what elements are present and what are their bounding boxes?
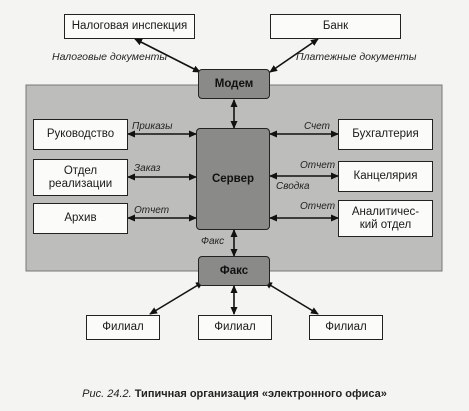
figure-title: Типичная организация «электронного офиса… — [134, 388, 387, 400]
figure-caption: Рис. 24.2. Типичная организация «электро… — [0, 388, 469, 400]
branch-box-2: Филиал — [198, 315, 272, 340]
tax-documents-label: Налоговые документы — [52, 51, 168, 63]
payment-documents-label: Платежные документы — [296, 51, 417, 63]
analytics-dept-box: Аналитичес- кий отдел — [338, 200, 433, 237]
server-label: Сервер — [211, 173, 255, 185]
server-hub: Сервер — [196, 128, 270, 230]
fax-hub: Факс — [198, 256, 270, 286]
branch-box-1: Филиал — [86, 315, 160, 340]
arrow-fax-branch-1 — [149, 281, 204, 315]
sales-dept-label-line1: Отдел — [63, 164, 98, 177]
report-right-2-label: Отчет — [300, 201, 336, 212]
branch-label-2: Филиал — [214, 321, 256, 333]
modem-hub: Модем — [198, 69, 270, 99]
branch-label-3: Филиал — [325, 321, 367, 333]
summary-label: Сводка — [276, 181, 310, 192]
fax-hub-label: Факс — [219, 265, 249, 277]
analytics-label-line2: кий отдел — [359, 218, 412, 231]
management-box: Руководство — [33, 119, 128, 150]
branch-box-3: Филиал — [309, 315, 383, 340]
modem-label: Модем — [214, 78, 254, 90]
bank-label: Банк — [322, 20, 349, 32]
invoice-label: Счет — [304, 121, 330, 132]
sales-dept-box: Отдел реализации — [33, 159, 128, 196]
archive-box: Архив — [33, 203, 128, 234]
order-label: Заказ — [134, 163, 161, 174]
office-label: Канцелярия — [353, 170, 418, 182]
accounting-box: Бухгалтерия — [338, 119, 433, 150]
accounting-label: Бухгалтерия — [352, 128, 419, 140]
tax-office-box: Налоговая инспекция — [64, 14, 195, 39]
report-right-1-label: Отчет — [300, 160, 336, 171]
arrow-fax-branch-3 — [264, 281, 319, 315]
analytics-label-line1: Аналитичес- — [351, 205, 420, 218]
branch-label-1: Филиал — [102, 321, 144, 333]
management-label: Руководство — [46, 128, 115, 140]
report-left-label: Отчет — [134, 205, 170, 216]
arrow-bank-modem — [269, 38, 319, 73]
sales-dept-label-line2: реализации — [48, 177, 113, 190]
office-box: Канцелярия — [338, 161, 433, 192]
bank-box: Банк — [270, 14, 401, 39]
tax-office-label: Налоговая инспекция — [71, 20, 188, 32]
fax-connection-label: Факс — [201, 236, 225, 247]
orders-label: Приказы — [132, 121, 173, 132]
arrow-tax-modem — [134, 38, 201, 73]
archive-label: Архив — [64, 212, 97, 224]
figure-number: Рис. 24.2. — [82, 388, 132, 400]
